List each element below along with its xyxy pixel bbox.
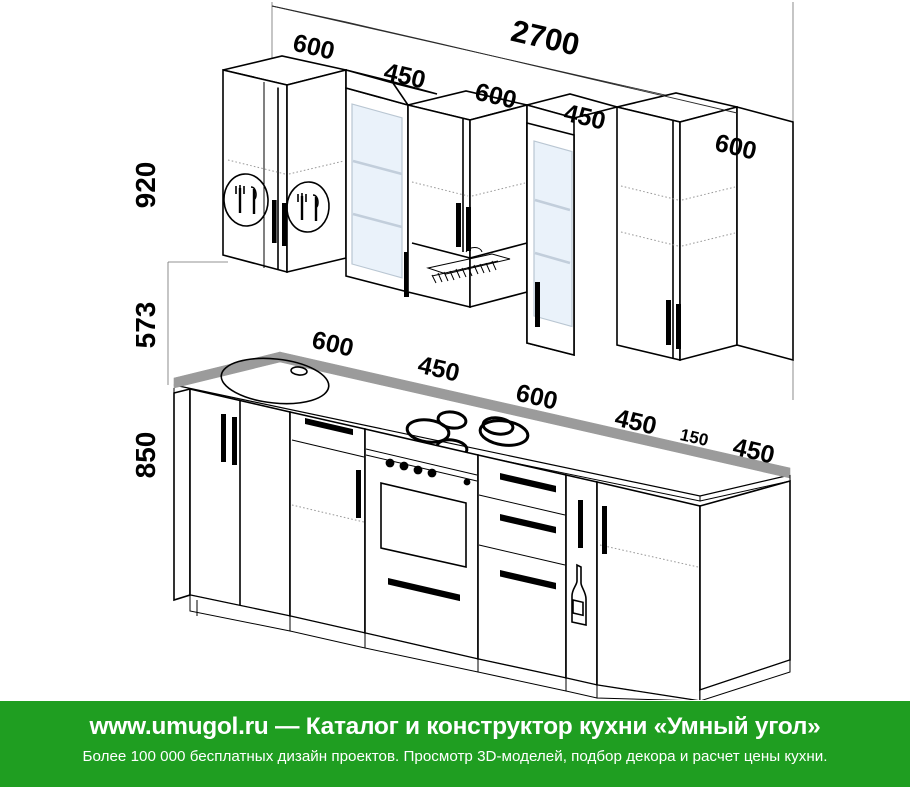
- upper-cabinet-run[interactable]: 600 450: [222, 5, 794, 362]
- sink-icon: [220, 357, 330, 405]
- cabinet-handle[interactable]: [578, 500, 583, 548]
- base-module-450-drawers-right[interactable]: [477, 453, 567, 692]
- vertical-dimensions: 920 573 850: [130, 162, 161, 479]
- dimension-label-850: 850: [130, 432, 161, 479]
- cabinet-handle[interactable]: [272, 200, 277, 243]
- base-module-450-drawers[interactable]: [289, 410, 366, 649]
- drawer-handle[interactable]: [500, 570, 556, 590]
- total-width-label: 2700: [508, 13, 583, 63]
- oven-handle[interactable]: [388, 578, 460, 602]
- dimension-label: 600: [309, 326, 356, 363]
- dimension-label-920: 920: [130, 162, 161, 209]
- base-module-450-end[interactable]: [596, 479, 791, 700]
- drawer-handle[interactable]: [500, 514, 556, 534]
- upper-module-600-hood[interactable]: 600: [407, 42, 528, 309]
- dimension-label: 450: [415, 351, 462, 388]
- base-module-600-sink[interactable]: [189, 387, 291, 632]
- cabinet-handle[interactable]: [602, 506, 607, 554]
- cabinet-handle[interactable]: [221, 414, 226, 462]
- kitchen-isometric-svg: 600 450: [130, 2, 794, 700]
- cabinet-handle[interactable]: [676, 304, 681, 349]
- footer-subtitle: Более 100 000 бесплатных дизайн проектов…: [82, 748, 828, 766]
- upper-module-450-glass-right[interactable]: 450: [523, 63, 621, 357]
- glass-panel-icon: [533, 140, 573, 328]
- cabinet-handle[interactable]: [456, 203, 461, 247]
- dish-drainer-icon: [223, 173, 269, 227]
- kitchen-drawing-canvas: 600 450: [130, 2, 794, 700]
- base-module-600-oven[interactable]: [364, 427, 479, 673]
- drawer-handle[interactable]: [305, 418, 353, 436]
- cabinet-handle[interactable]: [404, 252, 409, 297]
- base-module-150-bottle-rack[interactable]: [565, 473, 598, 699]
- cabinet-handle[interactable]: [666, 300, 671, 345]
- site-footer-banner: www.umugol.ru — Каталог и конструктор ку…: [0, 701, 910, 787]
- cabinet-handle[interactable]: [232, 417, 237, 465]
- cabinet-handle[interactable]: [356, 470, 361, 518]
- cabinet-handle[interactable]: [466, 207, 471, 251]
- footer-title: www.umugol.ru — Каталог и конструктор ку…: [89, 713, 821, 740]
- dish-drainer-icon: [286, 181, 330, 233]
- base-cabinet-run[interactable]: [173, 387, 791, 700]
- cabinet-handle[interactable]: [282, 203, 287, 246]
- dimension-label-573: 573: [130, 302, 161, 349]
- oven-knobs-icon: [385, 458, 471, 486]
- upper-module-600-standard[interactable]: 600: [616, 84, 794, 362]
- cabinet-handle[interactable]: [535, 282, 540, 327]
- glass-panel-icon: [351, 103, 403, 279]
- bottle-icon: [571, 563, 587, 626]
- drawer-handle[interactable]: [500, 473, 556, 493]
- upper-module-600-dish-drainer[interactable]: 600: [222, 5, 347, 274]
